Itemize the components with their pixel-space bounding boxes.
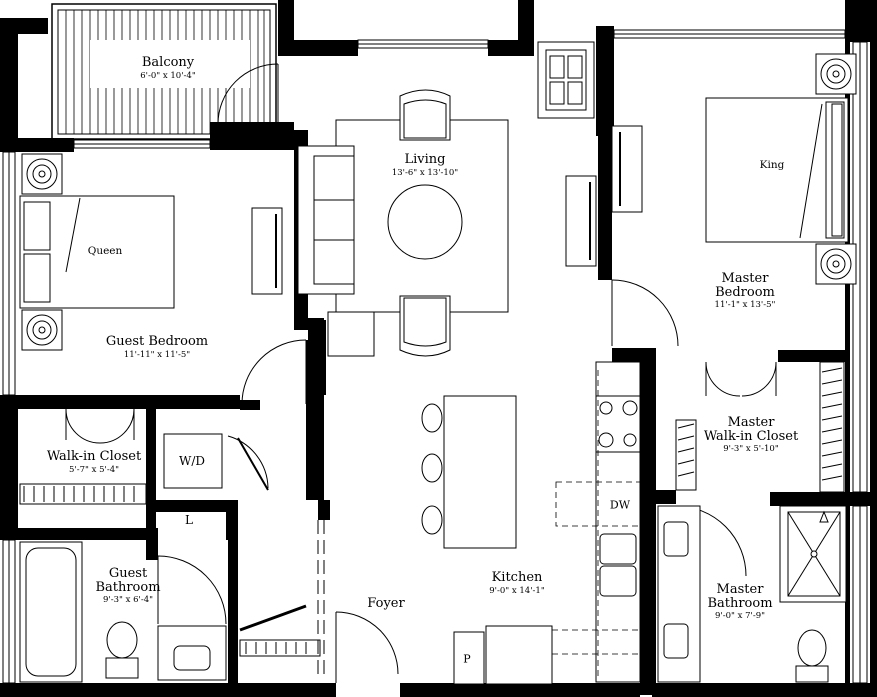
room-name: Kitchen [491,570,543,585]
dishwasher-label: DW [609,498,631,512]
room-master-walkin-closet: Master Walk-in Closet 9'-3" x 5'-10" [704,416,798,454]
kitchen-fixtures [421,41,641,685]
guest-bath-fixtures [19,541,227,683]
room-name: Bathroom [707,595,773,611]
kitchen-dashed-outlines [552,370,641,680]
room-dimensions: 6'-0" x 10'-4" [140,70,196,81]
master-bedroom-furniture [565,53,857,285]
room-walkin-closet: Walk-in Closet 5'-7" x 5'-4" [47,450,141,475]
room-master-bedroom: Master Bedroom 11'-1" x 13'-5" [715,272,776,310]
linen-closet-label: L [185,513,193,527]
balcony-railing [51,3,277,140]
room-dimensions: 9'-3" x 5'-10" [723,444,779,455]
room-dimensions: 5'-7" x 5'-4" [68,464,120,475]
master-bath-fixtures [657,505,847,683]
room-name: Master [721,271,769,286]
room-name: Master [727,415,775,430]
room-name: Bedroom [715,284,775,300]
room-guest-bathroom: Guest Bathroom 9'-3" x 6'-4" [95,567,160,605]
room-dimensions: 9'-0" x 14'-1" [489,585,545,596]
room-name: Walk-in Closet [46,449,142,464]
room-dimensions: 11'-1" x 13'-5" [714,300,776,311]
room-dimensions: 9'-0" x 7'-9" [714,611,766,622]
windows [0,29,870,684]
room-name: Walk-in Closet [703,428,799,444]
room-guest-bedroom: Guest Bedroom 11'-11" x 11'-5" [106,335,208,360]
room-living: Living 13'-6" x 13'-10" [392,153,458,178]
room-name: Balcony [141,55,195,70]
room-name: Guest Bedroom [105,334,209,349]
living-furniture [251,89,509,357]
closet-shelving [19,361,845,657]
room-dimensions: 13'-6" x 13'-10" [391,167,459,178]
room-name: Guest [108,566,148,581]
room-dimensions: 9'-3" x 6'-4" [102,595,154,606]
room-name: Bathroom [95,579,161,595]
room-foyer: Foyer [367,597,404,611]
washer-dryer-label: W/D [179,454,205,468]
bed-queen-label: Queen [87,245,123,257]
guest-bedroom-furniture [19,153,175,351]
bed-king-label: King [759,159,785,171]
room-name: Foyer [367,596,405,611]
pantry-label: P [463,652,471,666]
room-kitchen: Kitchen 9'-0" x 14'-1" [489,571,544,596]
room-name: Living [404,152,446,167]
room-name: Master [716,582,764,597]
room-master-bathroom: Master Bathroom 9'-0" x 7'-9" [707,583,772,621]
room-balcony: Balcony 6'-0" x 10'-4" [140,56,195,81]
room-dimensions: 11'-11" x 11'-5" [123,349,191,360]
